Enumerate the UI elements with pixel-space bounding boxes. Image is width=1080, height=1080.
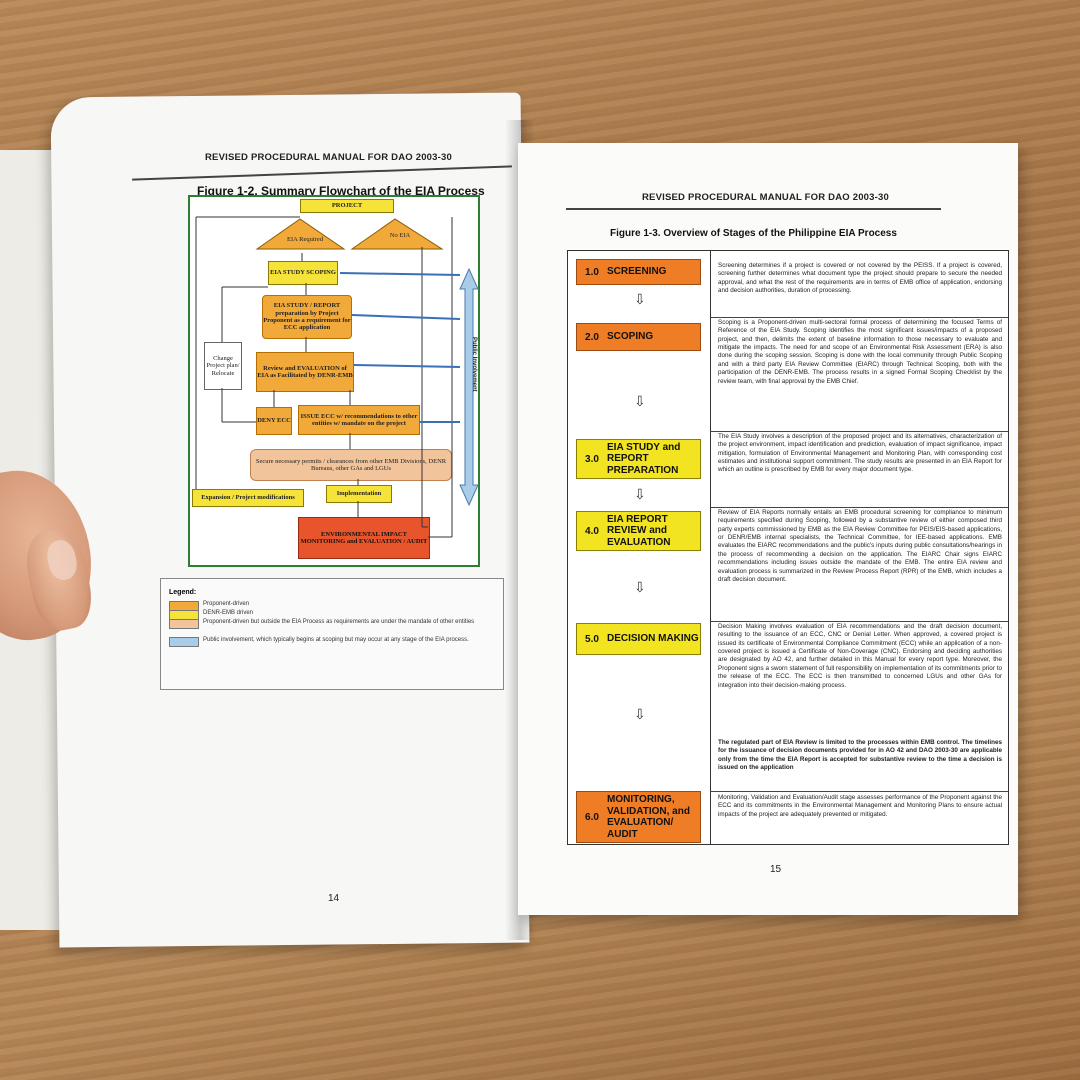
stage-report-review: 4.0 EIA REPORT REVIEW and EVALUATION [576,511,701,551]
stage-number: 6.0 [585,811,599,823]
stage-label: EIA STUDY and REPORT PREPARATION [607,441,681,476]
flow-change-plan: Change Project plan/ Relocate [204,342,242,390]
stage-number: 2.0 [585,331,599,343]
flow-review: Review and EVALUATION of EIA as Facilita… [256,352,354,392]
left-page-number: 14 [328,893,340,904]
monitoring-description: Monitoring, Validation and Evaluation/Au… [718,794,1002,818]
down-arrow-icon: ⇩ [634,706,646,722]
stage-screening: 1.0 SCREENING [576,259,701,285]
legend-text: Proponent-driven but outside the EIA Pro… [203,619,475,625]
stage-label: SCREENING [607,266,667,278]
flow-monitoring: ENVIRONMENTAL IMPACT MONITORING and EVAL… [298,517,430,559]
row-divider [710,507,1008,508]
flow-deny-ecc: DENY ECC [256,407,292,435]
eia-flowchart: PROJECT EIA Required No EIA EIA STUDY SC… [188,195,480,567]
right-figure-title: Figure 1-3. Overview of Stages of the Ph… [610,228,897,239]
flow-issue-ecc: ISSUE ECC w/ recommendations to other en… [298,405,420,435]
row-divider [710,431,1008,432]
stage-label: SCOPING [607,331,654,343]
flow-study-report: EIA STUDY / REPORT preparation by Projec… [262,295,352,339]
down-arrow-icon: ⇩ [634,291,646,307]
decision-bold-note: The regulated part of EIA Review is limi… [718,739,1002,772]
legend-text: Public involvement, which typically begi… [203,637,469,643]
eia-study-description: The EIA Study involves a description of … [718,433,1002,474]
decision-description: Decision Making involves evaluation of E… [718,623,1002,689]
row-divider [710,791,1008,792]
stage-label: EIA REPORT REVIEW and EVALUATION [607,513,671,548]
right-page-number: 15 [770,864,782,875]
down-arrow-icon: ⇩ [634,579,646,595]
review-description: Review of EIA Reports normally entails a… [718,509,1002,583]
flow-decision-triangles [255,218,444,250]
row-divider [710,621,1008,622]
legend-item: Proponent-driven but outside the EIA Pro… [169,619,503,629]
flow-connectors [195,216,461,538]
right-header-rule [566,208,941,210]
stage-number: 5.0 [585,633,599,645]
flow-expansion: Expansion / Project modifications [192,489,304,507]
legend-title: Legend: [169,589,197,596]
flowchart-legend: Legend: Proponent-driven DENR-EMB driven… [160,578,504,690]
legend-swatch [169,637,199,647]
public-involvement-label: Public Involvement [471,337,477,392]
public-involvement-arrow [459,267,479,507]
stage-number: 3.0 [585,453,599,465]
stage-number: 4.0 [585,525,599,537]
screening-description: Screening determines if a project is cov… [718,262,1002,295]
stage-number: 1.0 [585,266,599,278]
legend-item: Public involvement, which typically begi… [169,637,503,647]
stage-eia-study: 3.0 EIA STUDY and REPORT PREPARATION [576,439,701,479]
flow-no-eia: No EIA [389,232,411,240]
flow-eia-required: EIA Required [287,236,323,244]
table-divider [710,251,711,844]
right-page-header: REVISED PROCEDURAL MANUAL FOR DAO 2003-3… [642,192,889,203]
stage-monitoring: 6.0 MONITORING, VALIDATION, and EVALUATI… [576,791,701,843]
flow-scoping: EIA STUDY SCOPING [268,261,338,285]
stage-label: MONITORING, VALIDATION, and EVALUATION/ … [607,794,690,840]
stage-scoping: 2.0 SCOPING [576,323,701,351]
left-figure-title: Figure 1-2. Summary Flowchart of the EIA… [197,184,485,198]
flow-implementation: Implementation [326,485,392,503]
legend-text: Proponent-driven [203,601,250,607]
down-arrow-icon: ⇩ [634,486,646,502]
row-divider [710,317,1008,318]
stage-decision-making: 5.0 DECISION MAKING [576,623,701,655]
left-page-header: REVISED PROCEDURAL MANUAL FOR DAO 2003-3… [205,152,452,163]
flow-permits: Secure necessary permits / clearances fr… [250,449,452,481]
down-arrow-icon: ⇩ [634,393,646,409]
stages-table: 1.0 SCREENING ⇩ 2.0 SCOPING ⇩ 3.0 EIA ST… [567,250,1009,845]
legend-swatch [169,619,199,629]
legend-text: DENR-EMB driven [203,610,254,616]
scoping-description: Scoping is a Proponent-driven multi-sect… [718,319,1002,385]
stage-label: DECISION MAKING [607,633,699,645]
flow-project: PROJECT [300,199,394,213]
